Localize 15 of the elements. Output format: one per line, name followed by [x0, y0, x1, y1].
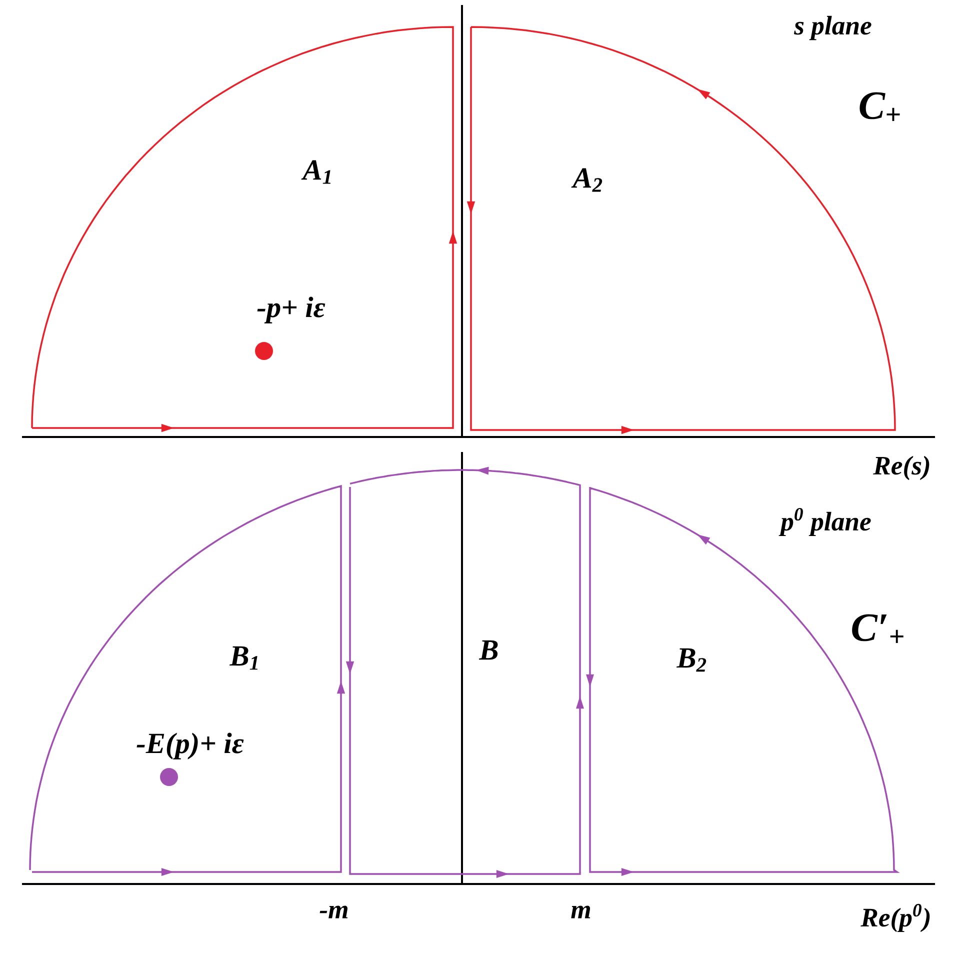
region-label: B$_{2}$ [676, 648, 706, 672]
tick-label: m [571, 906, 590, 918]
pole-label: -p+ iε [257, 296, 326, 324]
pole-label: -E(p)+ iε [136, 732, 244, 760]
plane-label: s plane [794, 16, 872, 40]
plane-label: p$^{0}$ plane [778, 508, 871, 536]
contour-label: C′$_{+}$ [852, 614, 904, 643]
region-label: B$_{1}$ [229, 646, 258, 670]
axis-label: Re(s) [873, 456, 930, 480]
region-label: A$_{1}$ [301, 160, 330, 184]
contour-label: C$_{+}$ [860, 92, 900, 121]
region-label: B [478, 640, 498, 660]
axis-label: Re(p$^{0}$) [860, 904, 930, 932]
tick-label: -m [320, 906, 348, 918]
region-label: A$_{2}$ [571, 168, 602, 192]
